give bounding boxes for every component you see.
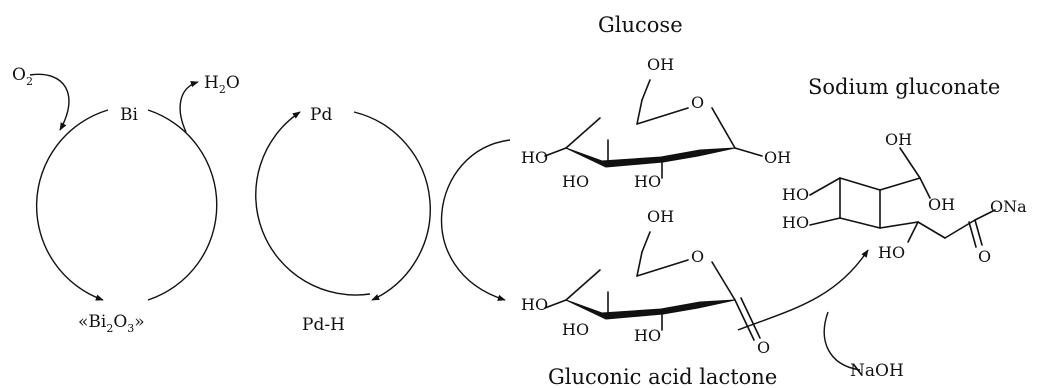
glucose-oh-right: OH — [764, 148, 791, 167]
gluconate-oh-1: OH — [885, 130, 912, 149]
lactone-carbonyl-o: O — [757, 338, 770, 357]
water-label: H2O — [204, 73, 240, 96]
naoh-in-arrow — [823, 311, 861, 371]
gluconate-title: Sodium gluconate — [808, 75, 1000, 99]
naoh-label: NaOH — [850, 361, 904, 381]
lactone-oh-top: OH — [647, 207, 674, 226]
lactone-to-gluconate-arrow — [737, 249, 869, 331]
bismuth-cycle — [29, 73, 218, 301]
lactone-ho-2: HO — [562, 320, 589, 339]
bi-cycle-right-arc — [147, 109, 218, 301]
water-out-arrow — [179, 81, 199, 133]
glucose-ring-o: O — [691, 93, 704, 112]
pd-label: Pd — [310, 105, 332, 125]
gluconate-structure: Sodium gluconate OH OH HO HO HO ONa O — [782, 75, 1027, 266]
lactone-structure: Gluconic acid lactone OH O O HO HO HO — [521, 207, 777, 388]
gluconate-ho-3: HO — [878, 243, 905, 262]
lactone-title: Gluconic acid lactone — [548, 365, 777, 388]
palladium-cycle — [255, 111, 431, 301]
glucose-oh-top: OH — [647, 55, 674, 74]
gluconate-oh-2: OH — [928, 195, 955, 214]
o2-in-arrow — [29, 73, 70, 131]
gluconate-carbonyl-o: O — [978, 247, 991, 266]
bismuth-oxide-label: «Bi2O3» — [78, 312, 145, 335]
pd-cycle-left-arc — [255, 111, 371, 296]
bi-label: Bi — [120, 105, 138, 125]
lactone-ho-left: HO — [521, 295, 548, 314]
lactone-ho-3: HO — [634, 326, 661, 345]
glucose-ho-2: HO — [562, 172, 589, 191]
pd-cycle-right-arc — [353, 111, 431, 301]
bi-cycle-left-arc — [35, 109, 109, 301]
gluconate-ho-2: HO — [782, 213, 809, 232]
pd-h-label: Pd-H — [302, 315, 345, 335]
glucose-to-lactone-arrow — [440, 139, 511, 301]
glucose-structure: Glucose OH O OH HO HO HO — [521, 13, 791, 191]
o2-label: O2 — [12, 65, 33, 88]
gluconate-ho-1: HO — [782, 185, 809, 204]
glucose-ho-3: HO — [634, 172, 661, 191]
glucose-title: Glucose — [598, 13, 683, 37]
glucose-ho-left: HO — [521, 148, 548, 167]
gluconate-ona: ONa — [990, 197, 1027, 216]
lactone-ring-o: O — [691, 247, 704, 266]
